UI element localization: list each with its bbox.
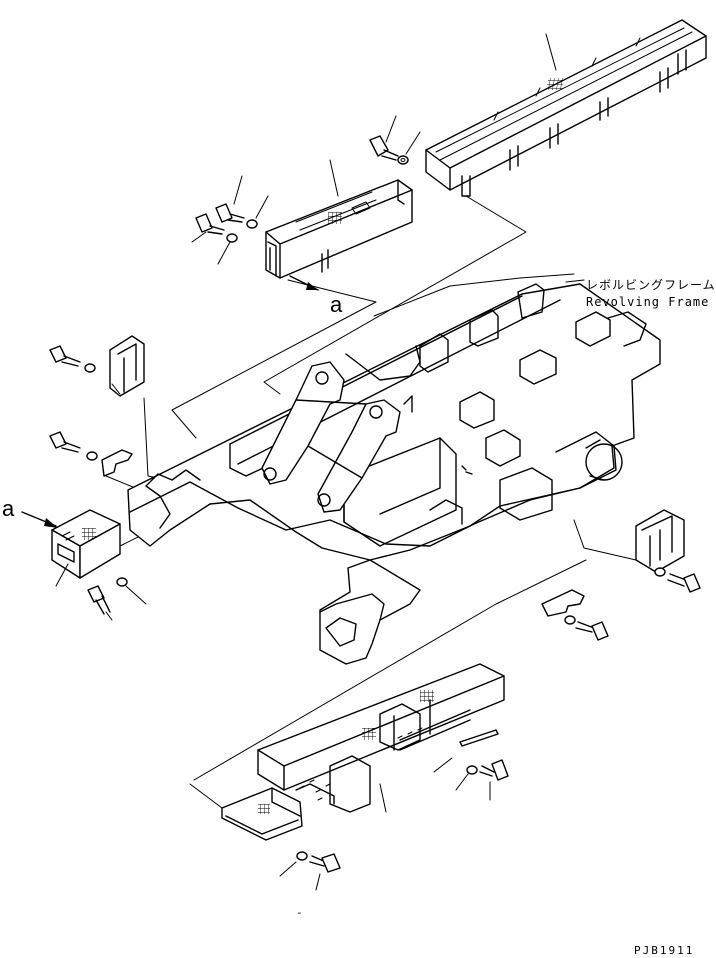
washer-3 [217,233,238,265]
bottom-cover [189,663,505,841]
washer-6 [116,577,147,605]
right-bracket [573,509,685,573]
frame-outline-guide [171,273,575,439]
middle-upper-cover [265,179,413,279]
washer-9 [455,765,478,791]
bolt-7 [667,573,701,593]
bolt-2 [215,175,245,223]
washer-1 [397,131,421,165]
left-bracket-upper [109,335,145,397]
bolt-10 [309,853,341,891]
arrow-a-left [21,511,58,528]
bottom-cover-callout [379,783,387,813]
left-clip [101,449,133,477]
bolt-9 [479,759,509,801]
left-box-callout [55,563,69,587]
top-right-cover [425,19,707,197]
revolving-frame-label-jp: レボルビングフレーム [586,278,716,292]
middle-upper-cover-callout [171,159,377,411]
washer-7 [654,567,666,577]
washer-5 [86,451,98,461]
bolt-8 [575,621,609,641]
bolt-3 [191,213,225,243]
arrow-a-right [289,275,319,291]
washer-10 [279,851,308,877]
revolving-frame [127,283,661,665]
bolt-4 [49,345,81,367]
view-marker-a-right: a [330,292,343,317]
washer-4 [84,363,96,373]
frame-label-leader [565,279,585,283]
right-clip [541,589,585,617]
bolt-6 [87,585,113,621]
view-marker-a-left: a [2,496,15,521]
bolt-5 [49,431,81,453]
washer-2 [246,195,269,229]
washer-8 [564,615,576,625]
drawing-code: PJB1911 [634,944,694,957]
left-box [51,509,121,579]
lower-cover-guide [193,559,587,781]
top-right-cover-callout [263,33,557,383]
dash-mark: - [296,906,305,919]
plate [433,729,499,773]
bolt-1 [369,115,399,161]
revolving-frame-label-en: Revolving Frame [586,295,709,309]
